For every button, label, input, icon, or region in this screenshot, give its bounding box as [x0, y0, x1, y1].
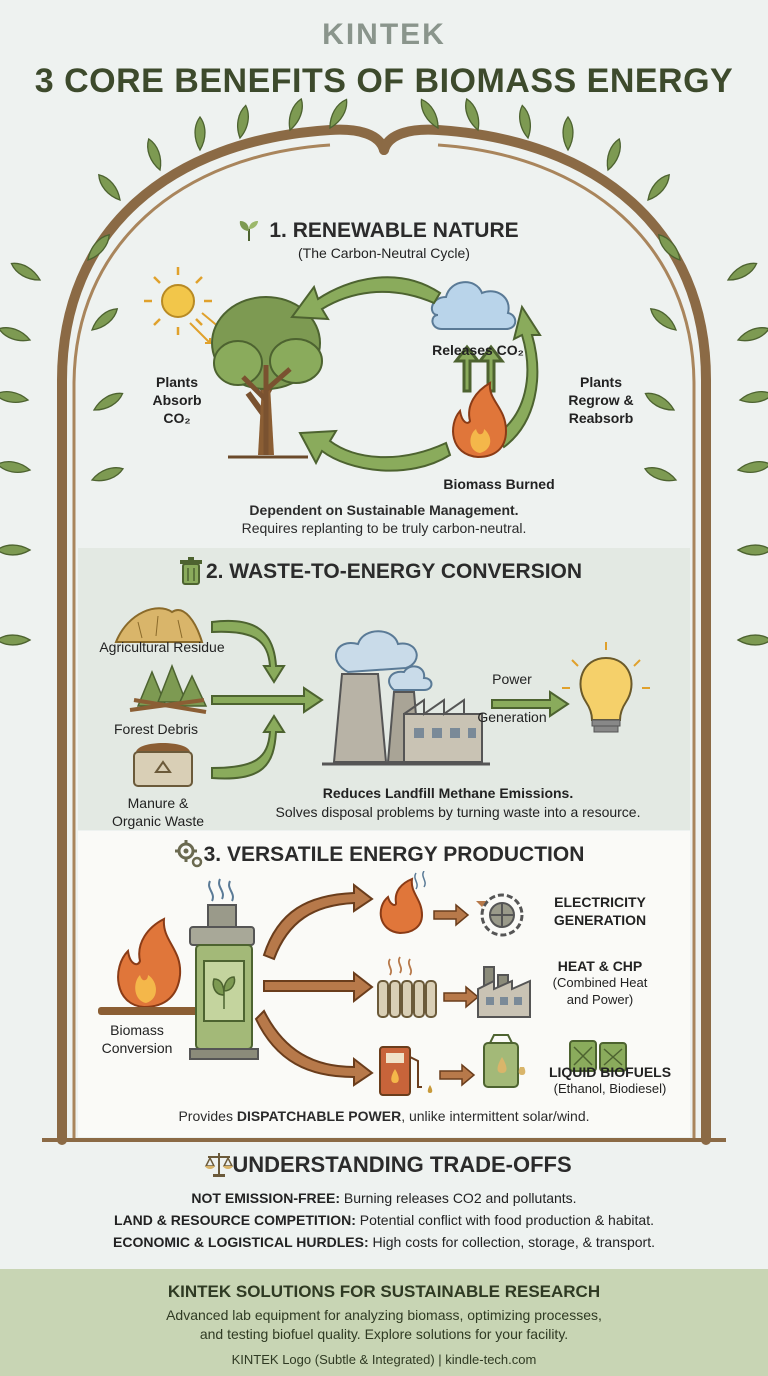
tradeoff-item: ECONOMIC & LOGISTICAL HURDLES: High cost… [113, 1234, 655, 1250]
section-versatile-production: 3. VERSATILE ENERGY PRODUCTION [78, 831, 690, 1137]
leaf-icon [736, 634, 768, 646]
section-title-1: 1. RENEWABLE NATURE [269, 219, 519, 242]
gear-icon [175, 840, 203, 868]
jerry-can-icon [483, 1034, 627, 1088]
turbine-icon [476, 893, 524, 937]
leaf-icon [643, 467, 678, 482]
factory-icon [477, 966, 531, 1018]
section2-note: Solves disposal problems by turning wast… [275, 804, 641, 820]
energy-outputs-diagram [98, 871, 627, 1096]
leaf-icon [647, 173, 670, 201]
output-generation: Generation [477, 709, 547, 725]
footer-description-line: Advanced lab equipment for analyzing bio… [166, 1307, 602, 1323]
section-subtitle-1: (The Carbon-Neutral Cycle) [298, 245, 470, 261]
brand-logo: KINTEK [322, 18, 446, 51]
input-agricultural-residue: Agricultural Residue [99, 639, 225, 655]
carbon-cycle-diagram [144, 267, 542, 472]
flame-icon [98, 917, 208, 1015]
leaf-icon [465, 97, 480, 132]
leaf-icon [736, 544, 768, 556]
leaf-icon [237, 104, 249, 140]
leaf-icon [0, 391, 30, 403]
leaf-icon [420, 98, 439, 130]
leaf-icon [90, 467, 125, 482]
leaf-icon [736, 327, 768, 342]
output-power: Power [492, 671, 532, 687]
radiator-icon [377, 956, 437, 1018]
cloud-icon [430, 281, 517, 330]
leaf-icon [0, 461, 32, 473]
source-biomass-conversion: Biomass Conversion [101, 1022, 173, 1057]
trash-icon [180, 557, 202, 585]
leaf-icon [194, 115, 206, 152]
tradeoff-item: LAND & RESOURCE COMPETITION: Potential c… [114, 1212, 654, 1228]
flame-icon [452, 381, 508, 459]
section1-note-bold: Dependent on Sustainable Management. [249, 502, 519, 518]
waste-conversion-diagram [114, 607, 650, 787]
label-releases-co2: Releases CO₂ [432, 342, 524, 358]
lightbulb-icon [562, 642, 650, 733]
label-regrow: Plants Regrow & Reabsorb [568, 374, 634, 427]
leaf-icon [0, 327, 32, 342]
leaf-icon [92, 392, 124, 411]
input-manure: Manure & Organic Waste [111, 795, 205, 830]
footer-description-line: and testing biofuel quality. Explore sol… [199, 1326, 569, 1342]
arch-frame [0, 97, 768, 1145]
leaf-icon [644, 392, 676, 411]
leaf-icon [649, 308, 677, 331]
recycle-bin-icon [133, 743, 193, 787]
leaf-icon [0, 634, 32, 646]
furnace-icon [189, 878, 259, 1060]
footer-title: KINTEK SOLUTIONS FOR SUSTAINABLE RESEARC… [167, 1282, 601, 1301]
sprout-icon [239, 221, 258, 241]
power-plant-icon [322, 630, 490, 766]
section-title-2: 2. WASTE-TO-ENERGY CONVERSION [205, 560, 583, 583]
leaf-icon [736, 461, 768, 473]
leaf-icon [726, 262, 758, 281]
scales-icon [204, 1153, 234, 1177]
footer-banner [0, 1269, 768, 1376]
output-liquid-biofuels: LIQUID BIOFUELS (Ethanol, Biodiesel) [548, 1064, 672, 1097]
leaf-icon [562, 115, 574, 152]
section-title-3: 3. VERSATILE ENERGY PRODUCTION [203, 843, 585, 866]
label-biomass-burned: Biomass Burned [443, 476, 555, 492]
leaf-icon [658, 233, 681, 261]
output-electricity: ELECTRICITY GENERATION [553, 894, 647, 929]
tradeoffs-title: UNDERSTANDING TRADE-OFFS [232, 1152, 572, 1177]
leaf-icon [329, 98, 348, 130]
leaf-icon [91, 308, 119, 331]
input-forest-debris: Forest Debris [113, 721, 199, 737]
leaf-icon [738, 391, 768, 403]
section-waste-to-energy: 2. WASTE-TO-ENERGY CONVERSION [78, 548, 690, 830]
output-heat-chp: HEAT & CHP (Combined Heat and Power) [552, 958, 648, 1008]
leaf-icon [147, 137, 162, 172]
tradeoff-item: NOT EMISSION-FREE: Burning releases CO2 … [191, 1190, 577, 1206]
section3-note: Provides DISPATCHABLE POWER, unlike inte… [178, 1108, 590, 1124]
leaf-icon [519, 104, 531, 140]
label-plants-absorb: Plants Absorb CO₂ [152, 374, 202, 427]
flame-icon [379, 871, 426, 935]
sun-icon [144, 267, 227, 344]
leaf-icon [10, 262, 42, 281]
section-renewable: 1. RENEWABLE NATURE (The Carbon-Neutral … [78, 185, 690, 547]
pine-trees-icon [129, 663, 208, 714]
section2-note-bold: Reduces Landfill Methane Emissions. [322, 785, 574, 801]
fuel-pump-icon [379, 1046, 433, 1096]
footer-credit[interactable]: KINTEK Logo (Subtle & Integrated) | kind… [231, 1352, 537, 1367]
tree-icon [211, 296, 323, 459]
leaf-icon [87, 233, 110, 261]
leaf-icon [98, 173, 121, 201]
section1-note: Requires replanting to be truly carbon-n… [241, 520, 527, 536]
leaf-icon [0, 544, 32, 556]
leaf-icon [606, 137, 621, 172]
page-title: 3 CORE BENEFITS OF BIOMASS ENERGY [34, 62, 734, 100]
leaf-icon [288, 97, 303, 132]
hay-pile-icon [114, 607, 204, 643]
